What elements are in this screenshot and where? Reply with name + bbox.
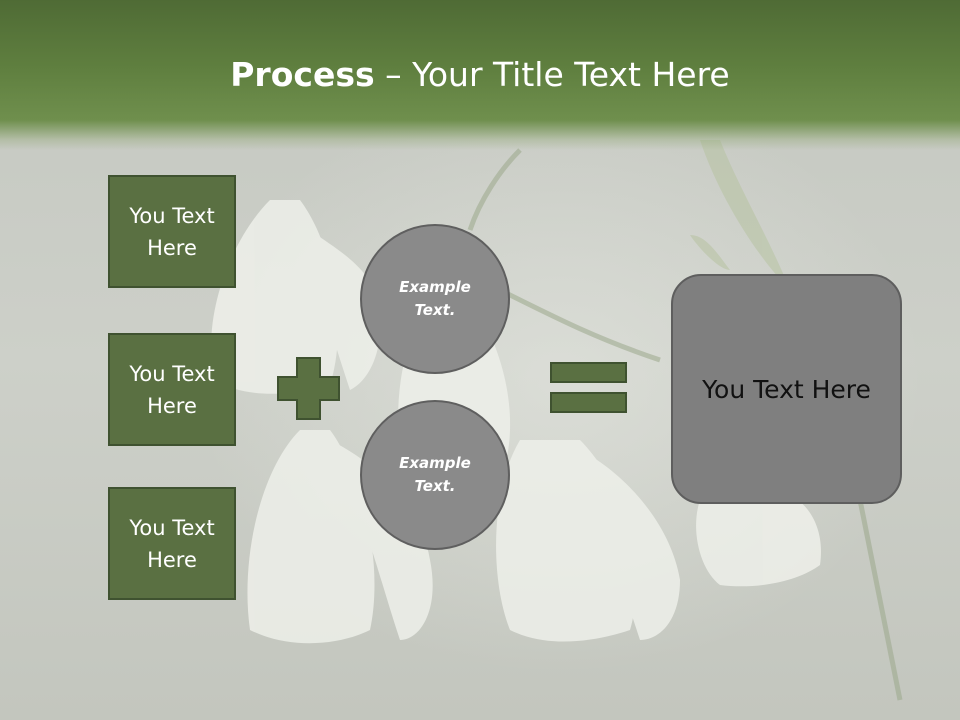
left-box-1-line2: Here [147,235,197,260]
left-text-box-1[interactable]: You Text Here [108,175,236,288]
left-box-3-line2: Here [147,547,197,572]
left-box-1-line1: You Text [129,203,215,228]
circle-2-line2: Text. [414,477,456,495]
title-bold: Process [230,55,375,94]
title-bar [0,0,960,150]
plus-icon-fill [279,378,338,399]
left-box-3-line1: You Text [129,515,215,540]
title-rest: – Your Title Text Here [374,55,730,94]
slide-title: Process – Your Title Text Here [0,50,960,100]
left-box-2-line2: Here [147,393,197,418]
equals-icon-top-bar [550,362,627,383]
equals-icon-bottom-bar [550,392,627,413]
circle-1-line1: Example [399,278,471,296]
result-text-box[interactable]: You Text Here [671,274,902,504]
left-text-box-3[interactable]: You Text Here [108,487,236,600]
left-text-box-2[interactable]: You Text Here [108,333,236,446]
example-circle-2[interactable]: Example Text. [360,400,510,550]
left-box-2-line1: You Text [129,361,215,386]
circle-2-line1: Example [399,454,471,472]
result-text: You Text Here [702,374,871,404]
example-circle-1[interactable]: Example Text. [360,224,510,374]
circle-1-line2: Text. [414,301,456,319]
